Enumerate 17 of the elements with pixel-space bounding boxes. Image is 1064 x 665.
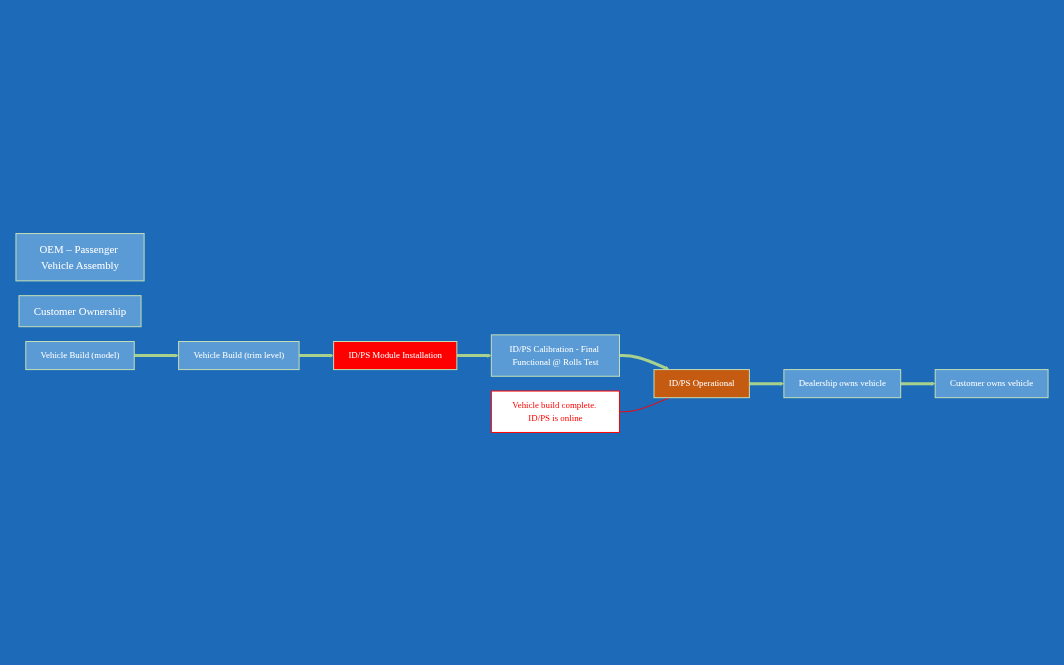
node-box: OEM – Passenger Vehicle Assembly [15, 232, 145, 281]
node-box: ID/PS Operational [653, 368, 750, 398]
node-box: Customer Ownership [18, 294, 142, 327]
node-box: ID/PS Calibration - Final Functional @ Rolls Test [490, 333, 620, 377]
node-box: Customer owns vehicle [934, 368, 1049, 398]
arrow [134, 352, 179, 358]
node-box: Dealership owns vehicle [783, 368, 902, 398]
node-box: Vehicle Build (model) [25, 340, 135, 370]
node-box: Vehicle Build (trim level) [178, 340, 300, 370]
connector [619, 396, 670, 412]
node-box: Vehicle build complete. ID/PS is online [490, 390, 620, 433]
arrow [456, 352, 492, 358]
arrow [749, 381, 785, 386]
node-box: ID/PS Module Installation [333, 340, 458, 370]
arrow [299, 352, 334, 358]
arrow [619, 353, 670, 370]
arrow [900, 381, 936, 386]
